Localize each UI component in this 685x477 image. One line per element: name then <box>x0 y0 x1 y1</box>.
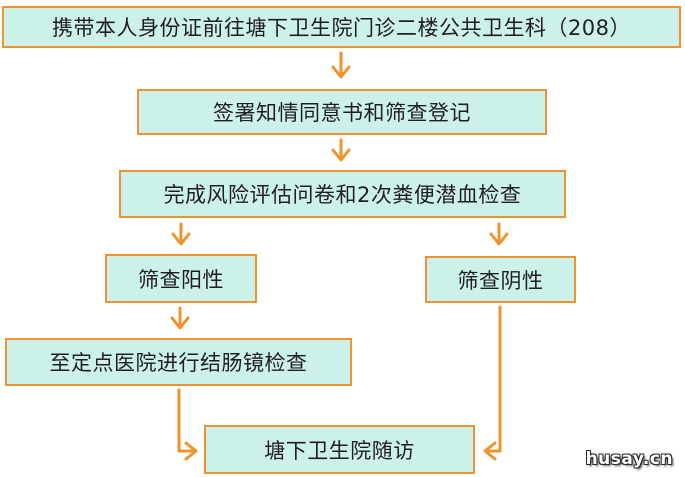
result-positive-label: 筛查阳性 <box>138 267 224 292</box>
result-positive: 筛查阳性 <box>105 254 257 303</box>
result-negative: 筛查阴性 <box>425 256 576 303</box>
step-colonoscopy-label: 至定点医院进行结肠镜检查 <box>49 351 308 375</box>
step-risk-assessment: 完成风险评估问卷和2次粪便潜血检查 <box>119 170 566 218</box>
step-followup: 塘下卫生院随访 <box>204 425 475 474</box>
result-negative-label: 筛查阴性 <box>457 268 544 293</box>
step-sign-consent-label: 签署知情同意书和筛查登记 <box>213 101 471 125</box>
arrow-negative-to-followup <box>483 305 502 453</box>
arrow-colonoscopy-to-followup <box>177 388 198 453</box>
step-sign-consent: 签署知情同意书和筛查登记 <box>137 89 547 135</box>
step-present-id-card-label: 携带本人身份证前往塘下卫生院门诊二楼公共卫生科（208） <box>51 16 632 40</box>
step-risk-assessment-label: 完成风险评估问卷和2次粪便潜血检查 <box>163 183 522 207</box>
step-colonoscopy: 至定点医院进行结肠镜检查 <box>5 338 352 386</box>
step-followup-label: 塘下卫生院随访 <box>264 438 415 463</box>
watermark-text: husay.cn <box>585 449 673 469</box>
step-present-id-card: 携带本人身份证前往塘下卫生院门诊二楼公共卫生科（208） <box>2 6 681 48</box>
